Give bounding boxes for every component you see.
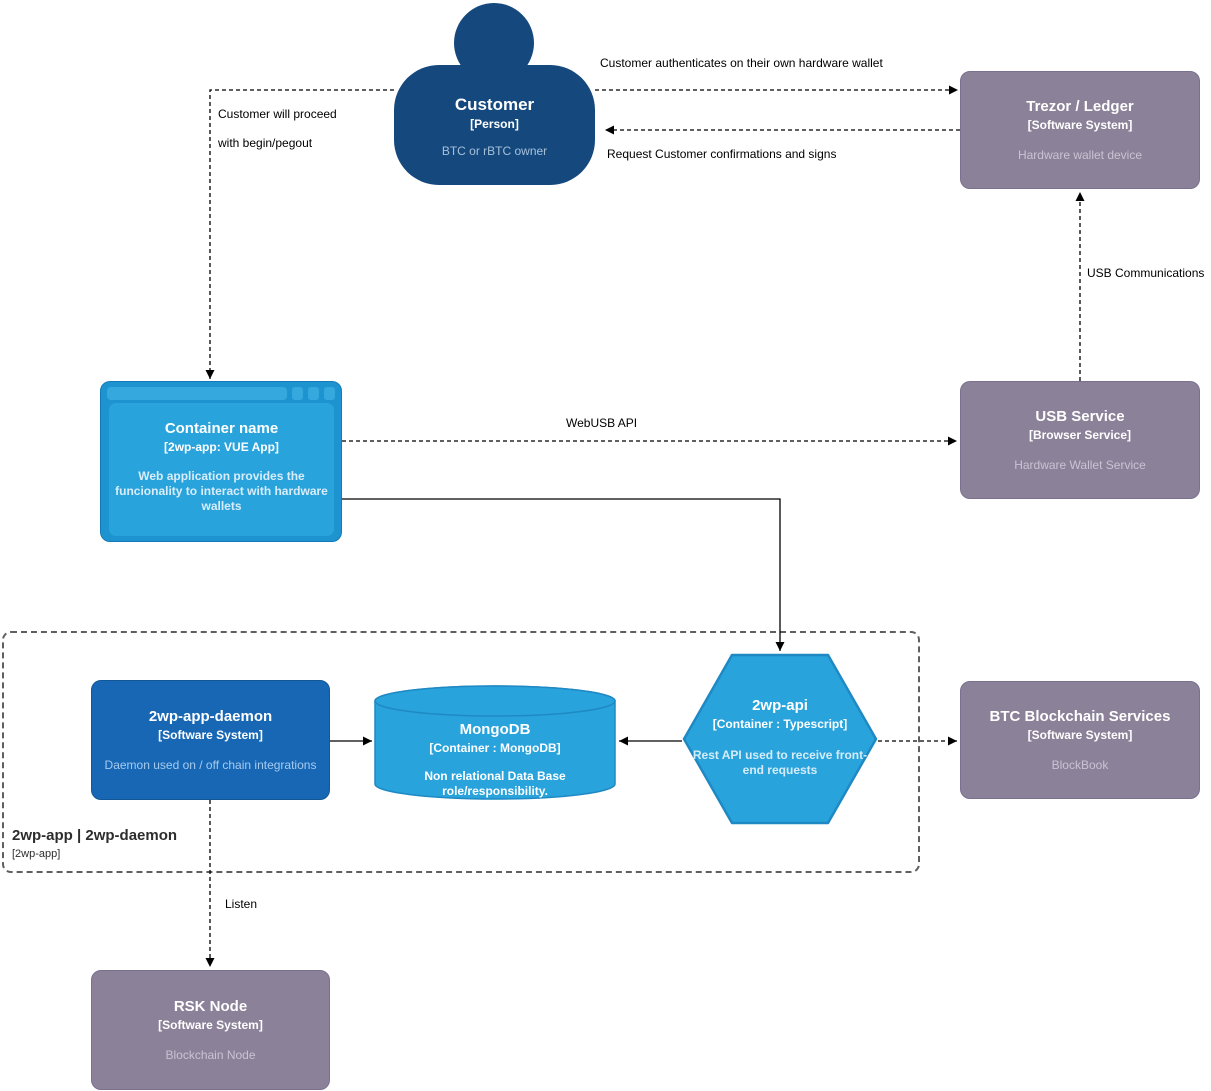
node-title: RSK Node — [173, 997, 248, 1015]
node-subtitle: [Software System] — [1027, 727, 1133, 742]
node-title: Container name — [164, 420, 279, 437]
node-usb-service[interactable]: USB Service [Browser Service] Hardware W… — [960, 381, 1200, 499]
edge-webapp-to-api[interactable] — [342, 498, 785, 651]
boundary-title: 2wp-app | 2wp-daemon — [12, 827, 178, 844]
node-subtitle: [Container : MongoDB] — [429, 741, 561, 755]
node-subtitle: [Software System] — [158, 1017, 263, 1032]
node-description: Hardware wallet device — [1017, 147, 1143, 162]
node-description: Hardware Wallet Service — [1014, 457, 1146, 472]
edge-label-authenticate: Customer authenticates on their own hard… — [600, 56, 883, 70]
node-description: Daemon used on / off chain integrations — [104, 757, 317, 772]
boundary-subtitle: [2wp-app] — [12, 848, 61, 860]
node-subtitle: [Container : Typescript] — [712, 717, 848, 731]
node-description: Non relational Data Base role/responsibi… — [424, 769, 566, 798]
node-description: BlockBook — [1051, 757, 1109, 772]
node-mongodb[interactable]: MongoDB [Container : MongoDB] Non relati… — [374, 685, 616, 800]
node-subtitle: [Software System] — [158, 727, 263, 742]
edge-label-proceed-2: with begin/pegout — [218, 136, 313, 150]
node-subtitle: [Software System] — [1027, 117, 1133, 132]
edge-label-listen: Listen — [225, 897, 258, 911]
edge-label-request-confirm: Request Customer confirmations and signs — [607, 147, 837, 161]
cylinder-icon — [374, 685, 616, 800]
node-webapp[interactable]: Container name [2wp-app: VUE App] Web ap… — [100, 381, 342, 542]
browser-button-icon — [324, 387, 335, 400]
node-title: Customer — [454, 95, 535, 114]
node-title: USB Service — [1035, 407, 1125, 425]
node-title: MongoDB — [459, 721, 531, 738]
node-title: 2wp-app-daemon — [148, 707, 273, 725]
node-description: Rest API used to receive front-end reque… — [692, 748, 868, 777]
edge-label-usb-comm: USB Communications — [1087, 266, 1205, 280]
node-title: BTC Blockchain Services — [989, 707, 1171, 725]
node-title: Trezor / Ledger — [1026, 97, 1134, 115]
edge-label-proceed-1: Customer will proceed — [218, 107, 337, 121]
boundary-2wp-app[interactable] — [2, 631, 920, 873]
edge-customer-to-webapp[interactable] — [205, 89, 394, 379]
node-subtitle: [Person] — [470, 117, 519, 131]
node-description: BTC or rBTC owner — [441, 144, 548, 158]
node-customer[interactable]: Customer [Person] BTC or rBTC owner — [394, 3, 595, 185]
hexagon-icon — [682, 653, 878, 825]
node-2wp-api[interactable]: 2wp-api [Container : Typescript] Rest AP… — [682, 653, 878, 825]
browser-button-icon — [308, 387, 319, 400]
node-subtitle: [Browser Service] — [1028, 427, 1132, 442]
node-btc-blockchain-services[interactable]: BTC Blockchain Services [Software System… — [960, 681, 1200, 799]
node-description: Web application provides the funcionalit… — [115, 469, 328, 513]
node-2wp-app-daemon[interactable]: 2wp-app-daemon [Software System] Daemon … — [91, 680, 330, 800]
node-rsk-node[interactable]: RSK Node [Software System] Blockchain No… — [91, 970, 330, 1090]
node-description: Blockchain Node — [165, 1047, 256, 1062]
edge-label-webusb: WebUSB API — [566, 416, 638, 430]
browser-button-icon — [292, 387, 303, 400]
node-subtitle: [2wp-app: VUE App] — [164, 440, 279, 454]
node-trezor-ledger[interactable]: Trezor / Ledger [Software System] Hardwa… — [960, 71, 1200, 189]
person-body: Customer [Person] BTC or rBTC owner — [394, 65, 595, 185]
node-title: 2wp-api — [752, 697, 808, 714]
browser-content: Container name [2wp-app: VUE App] Web ap… — [109, 403, 334, 536]
browser-address-bar-icon — [107, 387, 287, 400]
